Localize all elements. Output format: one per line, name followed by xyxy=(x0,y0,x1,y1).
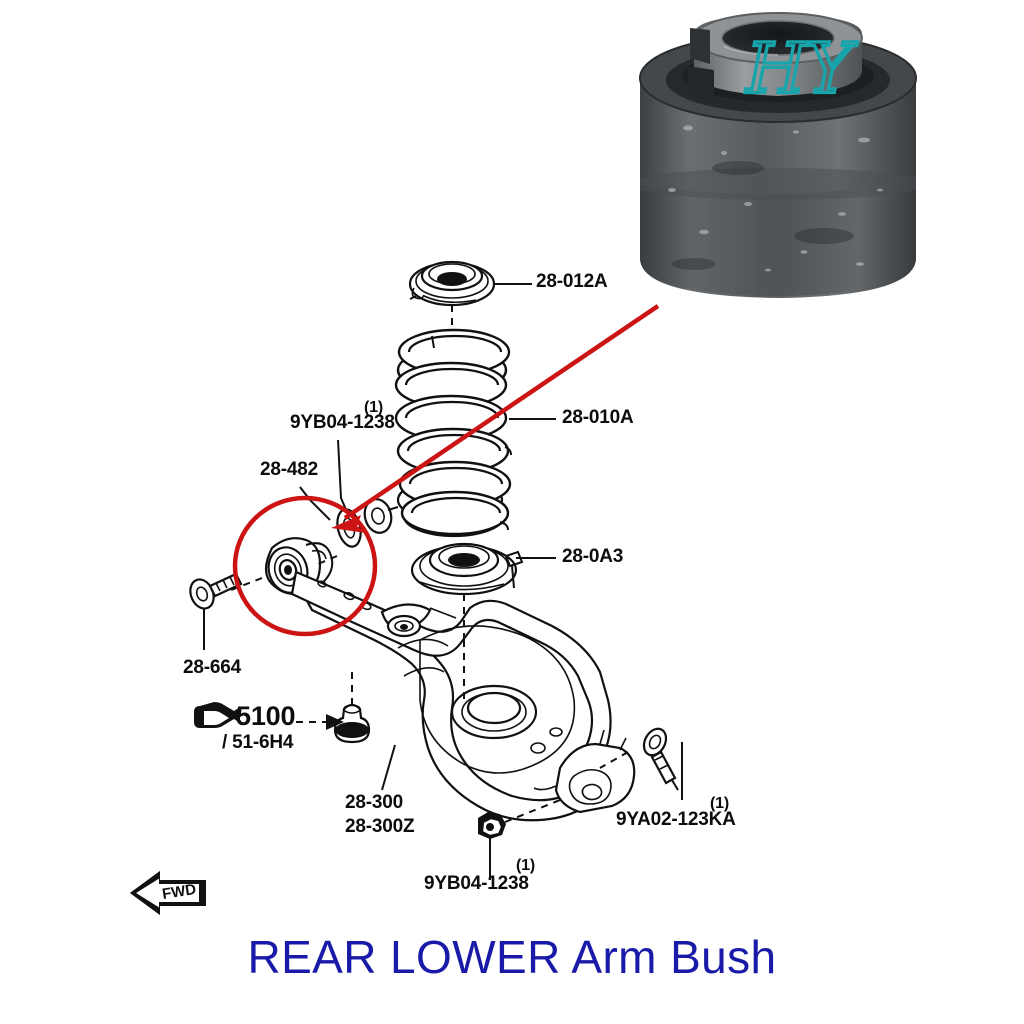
part-coil-spring xyxy=(394,328,512,538)
svg-text:FWD: FWD xyxy=(161,881,198,903)
part-nut-lower xyxy=(478,812,506,839)
label-28-300Z: 28-300Z xyxy=(345,816,415,837)
label-9YA02-123KA: 9YA02-123KA xyxy=(616,809,736,830)
torque-reference-arrow xyxy=(296,714,344,730)
part-lower-arm xyxy=(290,570,636,822)
highlight-annotation xyxy=(232,304,660,637)
part-bolt-28-664 xyxy=(189,572,243,610)
watermark: HY xyxy=(742,28,860,111)
label-9YA02-123KA-qty: (1) xyxy=(710,795,729,812)
label-28-482: 28-482 xyxy=(260,459,318,480)
label-torque-5100-sub: / 51-6H4 xyxy=(222,732,294,753)
label-28-664: 28-664 xyxy=(183,657,241,678)
fwd-arrow-icon: FWD xyxy=(130,871,206,915)
part-spring-seat-upper xyxy=(408,260,496,307)
svg-text:HY: HY xyxy=(744,29,858,109)
label-28-0A3: 28-0A3 xyxy=(562,546,624,567)
label-28-010A: 28-010A xyxy=(562,407,634,428)
bush-photo: HY xyxy=(628,8,928,318)
pointing-hand-icon xyxy=(194,702,240,728)
label-9YB04-1238-lower-qty: (1) xyxy=(516,857,535,874)
part-spring-seat-lower xyxy=(410,542,524,596)
assembly-dashed-lines xyxy=(225,305,629,823)
page-title: REAR LOWER Arm Bush xyxy=(247,931,777,983)
label-28-012A: 28-012A xyxy=(536,271,608,292)
label-torque-5100: 5100 xyxy=(236,701,296,731)
label-9YB04-1238-upper-qty: (1) xyxy=(364,399,383,416)
label-9YB04-1238-upper: 9YB04-1238 xyxy=(290,412,395,433)
label-28-300: 28-300 xyxy=(345,792,403,813)
part-bolt-9ya02 xyxy=(642,727,679,791)
label-9YB04-1238-lower: 9YB04-1238 xyxy=(424,873,529,894)
